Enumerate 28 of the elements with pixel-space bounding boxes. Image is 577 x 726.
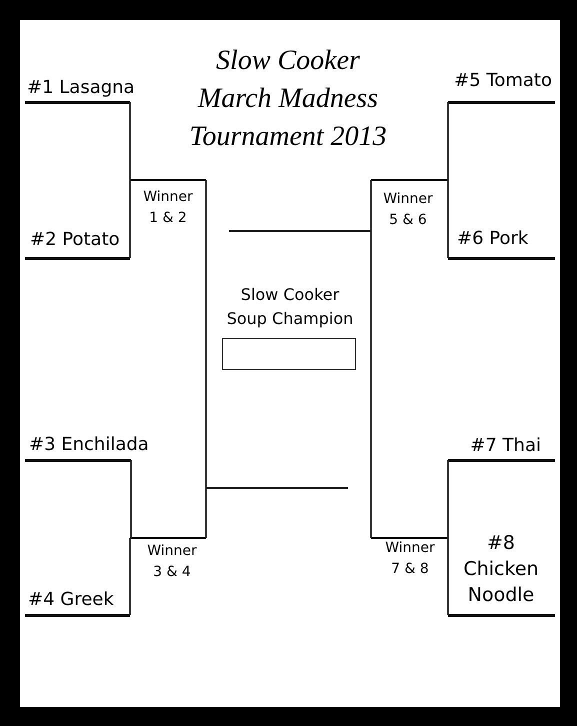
team-name: #7 Thai (470, 435, 541, 457)
winner-label: Winner 5 & 6 (382, 190, 434, 230)
box-heading: Slow Cooker Soup Champion (226, 284, 354, 330)
winner-label: Winner 1 & 2 (142, 188, 194, 228)
winner-label: Winner 7 & 8 (384, 539, 436, 579)
bracket-connector (129, 102, 131, 180)
team-name: #3 Enchilada (29, 434, 149, 456)
fill-in-line (229, 230, 371, 232)
bracket-connector (205, 180, 207, 488)
bracket-connector (130, 460, 132, 539)
team-name: #8 Chicken Noodle (462, 531, 540, 608)
bracket-connector (447, 102, 449, 180)
team-name: #4 Greek (28, 589, 114, 611)
diagram-title: Slow Cooker March Madness Tournament 2013 (188, 44, 388, 154)
fill-in-line (206, 487, 348, 489)
bracket-connector (447, 460, 449, 538)
team-name: #5 Tomato (454, 70, 552, 92)
bracket-connector (129, 538, 131, 615)
bracket-connector (370, 180, 372, 231)
team-name: #1 Lasagna (27, 77, 135, 99)
bracket-connector (447, 538, 449, 615)
winner-label: Winner 3 & 4 (146, 542, 198, 582)
bracket-connector (447, 180, 449, 258)
team-name: #2 Potato (30, 229, 120, 251)
bracket-connector (129, 180, 131, 258)
team-name: #6 Pork (457, 228, 528, 250)
bracket-connector (370, 231, 372, 538)
bracket-connector (205, 488, 207, 538)
